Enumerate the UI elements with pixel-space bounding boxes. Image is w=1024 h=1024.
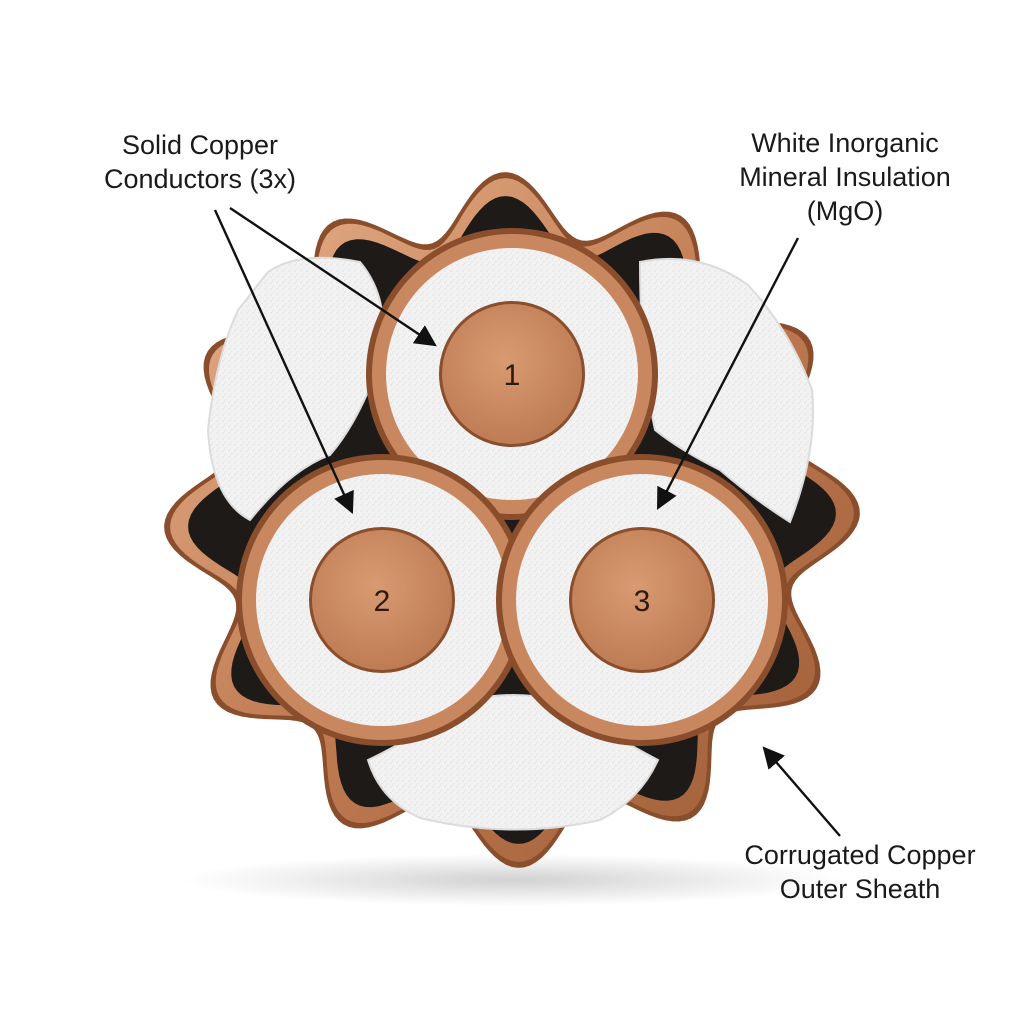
label-corrugated-sheath: Corrugated Copper Outer Sheath — [700, 838, 1020, 906]
conductor-2: 2 — [236, 454, 528, 746]
arrow-to-conductor-1 — [229, 207, 437, 347]
annotation-arrows — [213, 207, 841, 837]
core-copper-conductor — [312, 530, 452, 670]
label-solid-copper-conductors: Solid Copper Conductors (3x) — [60, 128, 340, 196]
ground-shadow — [182, 854, 842, 906]
core-copper-conductor — [442, 304, 582, 444]
label-line: Outer Sheath — [779, 874, 941, 904]
conductor-1: 1 — [366, 228, 658, 520]
label-line: Mineral Insulation — [739, 162, 951, 192]
conductor-cores: 1 2 3 — [236, 228, 788, 746]
label-line: Corrugated Copper — [744, 840, 976, 870]
conductor-number: 1 — [504, 359, 521, 392]
arrow-to-insulation — [656, 237, 800, 510]
label-line: Solid Copper — [121, 130, 279, 160]
arrow-to-conductor-2 — [213, 209, 354, 514]
conductor-3: 3 — [496, 454, 788, 746]
label-mineral-insulation: White Inorganic Mineral Insulation (MgO) — [700, 126, 990, 228]
core-copper-conductor — [572, 530, 712, 670]
label-line: White Inorganic — [751, 128, 939, 158]
label-line: (MgO) — [806, 196, 884, 226]
conductor-number: 2 — [374, 585, 391, 618]
conductor-number: 3 — [634, 585, 651, 618]
arrow-to-sheath — [762, 746, 841, 837]
label-line: Conductors (3x) — [103, 164, 297, 194]
